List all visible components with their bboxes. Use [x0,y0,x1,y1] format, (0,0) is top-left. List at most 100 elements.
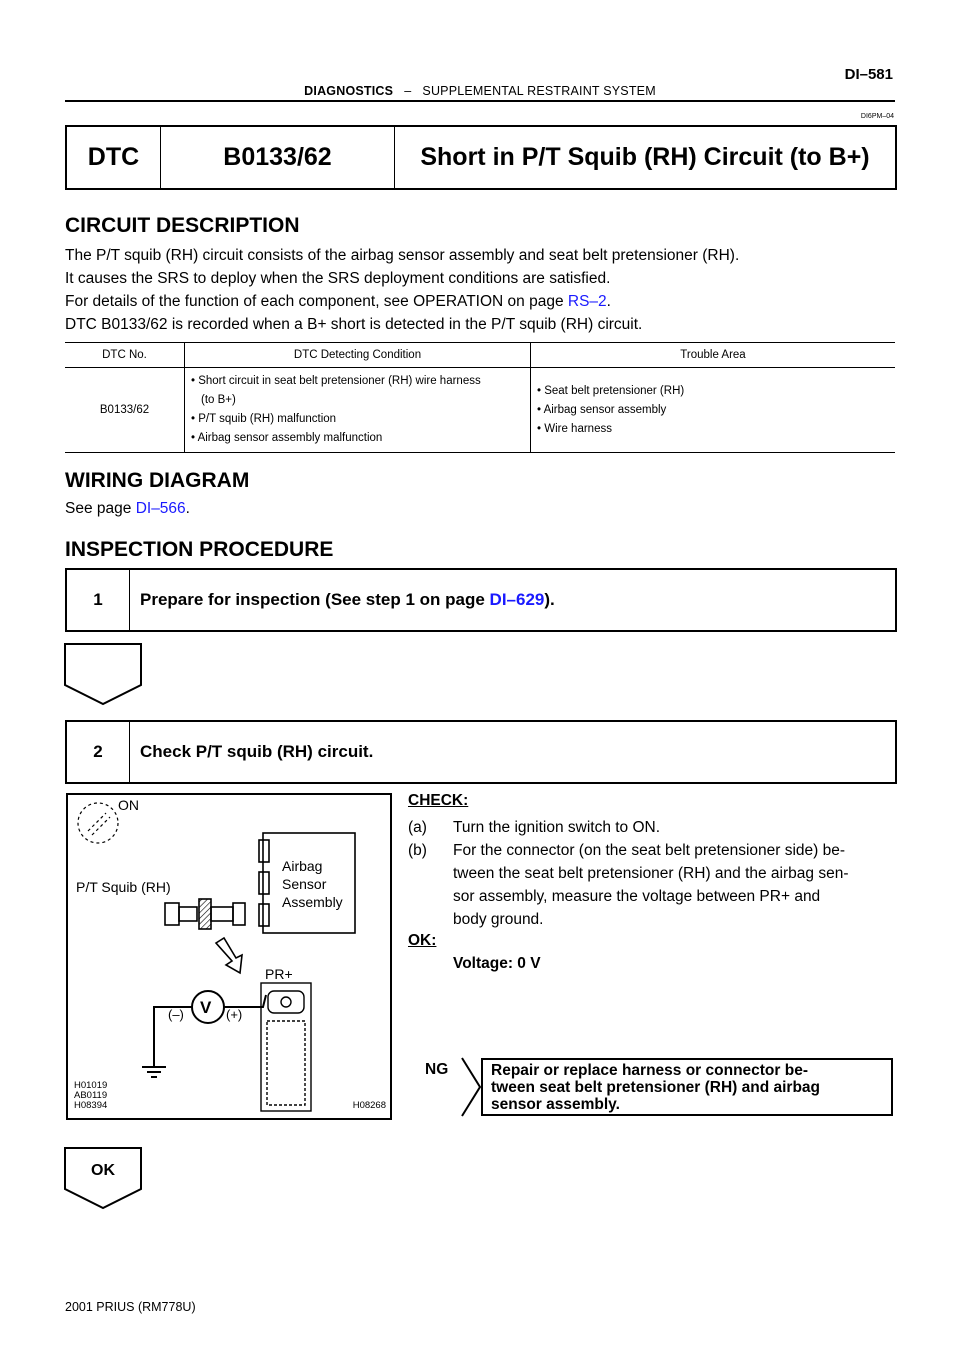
footer: 2001 PRIUS (RM778U) [65,1300,196,1314]
step-b-line-3: sor assembly, measure the voltage betwee… [453,888,821,905]
ng-line-1: Repair or replace harness or connector b… [491,1061,808,1079]
ng-action-text: Repair or replace harness or connector b… [491,1062,820,1113]
label-airbag-sensor: Airbag Sensor Assembly [282,857,343,911]
check-step-a: (a) Turn the ignition switch to ON. [408,816,896,839]
squib-connector-icon [164,898,246,930]
wiring-diagram-ref: See page DI–566. [65,497,190,520]
link-rs-2[interactable]: RS–2 [567,293,607,310]
description-line-3: For details of the function of each comp… [65,290,739,313]
header-subsection: SUPPLEMENTAL RESTRAINT SYSTEM [422,84,656,98]
wiring-suffix: . [185,500,190,517]
ng-label: NG [425,1061,449,1078]
step-b-line-1: For the connector (on the seat belt pret… [453,842,846,859]
page-number: DI–581 [844,66,893,83]
dtc-label: DTC [67,127,161,188]
header-separator: – [404,84,412,98]
code-2: AB0119 [74,1090,108,1101]
step-1-box: 1 Prepare for inspection (See step 1 on … [65,568,897,632]
ng-arrow-icon [412,1057,482,1117]
label-pr-plus: PR+ [265,966,293,982]
cell-conditions: • Short circuit in seat belt pretensione… [184,367,531,453]
table-row: B0133/62 • Short circuit in seat belt pr… [65,367,895,453]
step-a-text: Turn the ignition switch to ON. [453,819,661,836]
cell-areas: • Seat belt pretensioner (RH) • Airbag s… [530,367,895,453]
label-airbag-2: Sensor [282,876,327,892]
step-b-label: (b) [408,842,427,859]
step-1-title: Prepare for inspection (See step 1 on pa… [130,570,555,630]
step-2-box: 2 Check P/T squib (RH) circuit. [65,720,897,784]
direction-arrow-icon [214,936,243,975]
code-1: H01019 [74,1080,108,1091]
wiring-prefix: See page [65,500,136,517]
dtc-title-box: DTC B0133/62 Short in P/T Squib (RH) Cir… [65,125,897,190]
label-minus: (–) [168,1007,184,1022]
step-1-number: 1 [67,570,130,630]
description-line-3-text: For details of the function of each comp… [65,293,568,310]
description-line-3-end: . [606,293,611,310]
check-steps: (a) Turn the ignition switch to ON. (b) … [408,816,896,931]
figure-codes: H01019 AB0119 H08394 [74,1081,107,1111]
voltmeter-icon [142,990,267,1078]
area-2: • Airbag sensor assembly [537,403,667,416]
condition-3: • Airbag sensor assembly malfunction [191,432,383,444]
col-trouble-area: Trouble Area [530,342,895,368]
cell-dtc-no: B0133/62 [65,367,185,453]
doc-id: DI6PM–04 [860,113,894,120]
next-step-arrow-icon [64,643,142,706]
label-airbag-1: Airbag [282,858,323,874]
step-2-title: Check P/T squib (RH) circuit. [140,742,374,761]
ok-label: OK: [408,932,437,949]
connector-body-icon [260,982,312,1112]
circuit-description-heading: CIRCUIT DESCRIPTION [65,214,300,237]
label-voltmeter: V [200,998,212,1017]
dtc-title: Short in P/T Squib (RH) Circuit (to B+) [420,143,870,171]
label-squib: P/T Squib (RH) [76,879,171,895]
dtc-table: DTC No. DTC Detecting Condition Trouble … [65,342,895,453]
ok-heading: OK: [408,932,436,950]
running-header: DIAGNOSTICS – SUPPLEMENTAL RESTRAINT SYS… [0,84,960,98]
condition-1-cont: (to B+) [201,394,236,406]
inspection-procedure-heading: INSPECTION PROCEDURE [65,538,334,561]
area-1: • Seat belt pretensioner (RH) [537,384,685,397]
step-b-text: For the connector (on the seat belt pret… [453,839,896,931]
ng-line-3: sensor assembly. [491,1095,620,1113]
condition-2: • P/T squib (RH) malfunction [191,413,337,425]
description-line-2: It causes the SRS to deploy when the SRS… [65,270,611,287]
check-label: CHECK: [408,792,469,809]
inspection-figure: ON P/T Squib (RH) Airbag Sensor Assembly… [66,793,392,1120]
circuit-description-text: The P/T squib (RH) circuit consists of t… [65,244,739,336]
label-plus: (+) [226,1007,243,1022]
table-header-row: DTC No. DTC Detecting Condition Trouble … [65,342,895,368]
description-line-4: DTC B0133/62 is recorded when a B+ short… [65,316,643,333]
link-di-566[interactable]: DI–566 [135,500,186,517]
ok-arrow-icon [64,1147,142,1210]
col-dtc-no: DTC No. [65,342,185,368]
code-3: H08394 [74,1100,108,1111]
header-rule [65,100,895,102]
ng-action-box: Repair or replace harness or connector b… [481,1058,893,1116]
label-airbag-3: Assembly [282,894,343,910]
ng-line-2: tween seat belt pretensioner (RH) and ai… [491,1078,821,1096]
description-line-1: The P/T squib (RH) circuit consists of t… [65,247,740,264]
label-on: ON [118,797,139,813]
check-step-b: (b) For the connector (on the seat belt … [408,839,896,931]
ignition-switch-icon [77,802,119,844]
ok-value: Voltage: 0 V [453,955,541,972]
dtc-code: B0133/62 [161,127,395,188]
wiring-diagram-heading: WIRING DIAGRAM [65,469,250,492]
step-b-line-2: tween the seat belt pretensioner (RH) an… [453,865,849,882]
step-2-number: 2 [67,722,130,782]
step-a-label: (a) [408,819,427,836]
step-b-line-4: body ground. [453,911,544,928]
airbag-sensor-assembly-icon [258,832,356,934]
check-heading: CHECK: [408,792,468,810]
figure-id: H08268 [352,1100,386,1111]
figure-drawing [77,802,356,1112]
link-di-629[interactable]: DI–629 [489,590,545,609]
step-1-suffix: ). [544,590,555,609]
col-detecting-condition: DTC Detecting Condition [184,342,531,368]
ok-arrow-label: OK [91,1162,115,1179]
area-3: • Wire harness [537,422,612,435]
step-1-text: Prepare for inspection (See step 1 on pa… [140,590,490,609]
condition-1: • Short circuit in seat belt pretensione… [191,375,481,387]
